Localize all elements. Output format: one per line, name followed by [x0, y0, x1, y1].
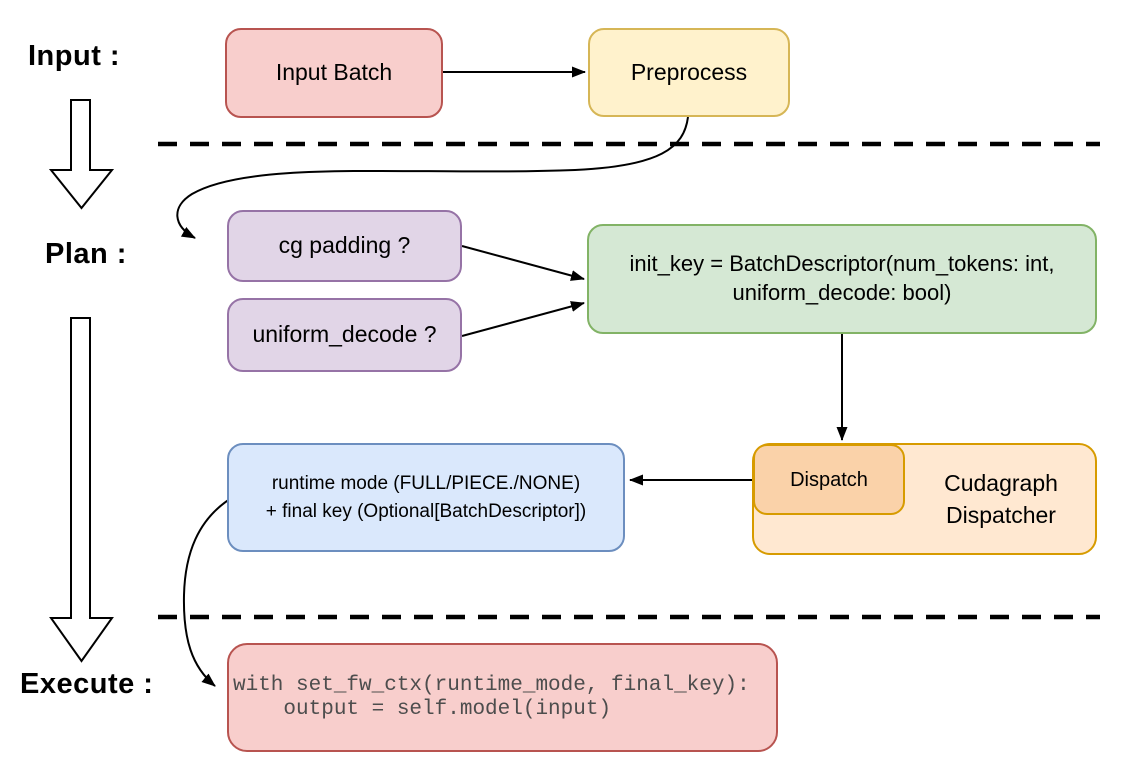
hollow-arrow-plan-to-execute-icon [49, 317, 114, 663]
node-dispatch: Dispatch [753, 444, 905, 515]
cudagraph-dispatcher-line1: Cudagraph [944, 469, 1058, 496]
node-execute-code: with set_fw_ctx(runtime_mode, final_key)… [227, 643, 778, 752]
node-uniform-decode: uniform_decode ? [227, 298, 462, 372]
node-runtime-mode: runtime mode (FULL/PIECE./NONE) + final … [227, 443, 625, 552]
node-preprocess: Preprocess [588, 28, 790, 117]
node-cudagraph-dispatcher-label: Cudagraph Dispatcher [905, 443, 1097, 555]
hollow-arrow-input-to-plan-icon [48, 99, 115, 210]
phase-label-plan: Plan : [45, 238, 127, 270]
node-init-key-line1: init_key = BatchDescriptor(num_tokens: i… [629, 251, 1055, 277]
node-input-batch: Input Batch [225, 28, 443, 118]
node-init-key: init_key = BatchDescriptor(num_tokens: i… [587, 224, 1097, 334]
arrow-preprocess-to-cgpadding [176, 116, 689, 239]
node-runtime-mode-line1: runtime mode (FULL/PIECE./NONE) [271, 472, 581, 494]
execute-code-line2: output = self.model(input) [233, 697, 612, 721]
node-dispatch-label: Dispatch [790, 468, 868, 491]
node-cg-padding: cg padding ? [227, 210, 462, 282]
phase-label-execute: Execute : [20, 668, 154, 700]
node-runtime-mode-line2: + final key (Optional[BatchDescriptor]) [265, 500, 587, 522]
execute-code-line1: with set_fw_ctx(runtime_mode, final_key)… [233, 673, 750, 697]
node-uniform-decode-label: uniform_decode ? [252, 321, 437, 348]
node-init-key-line2: uniform_decode: bool) [732, 280, 952, 305]
phase-label-input: Input : [28, 40, 121, 72]
arrow-cgpadding-to-initkey [461, 245, 585, 281]
node-input-batch-label: Input Batch [275, 59, 393, 86]
cudagraph-dispatcher-line2: Dispatcher [946, 502, 1056, 528]
arrow-uniformdecode-to-initkey [461, 301, 585, 337]
node-preprocess-label: Preprocess [630, 58, 748, 85]
node-cg-padding-label: cg padding ? [278, 232, 411, 259]
arrow-runtimemode-to-execute [182, 496, 234, 687]
